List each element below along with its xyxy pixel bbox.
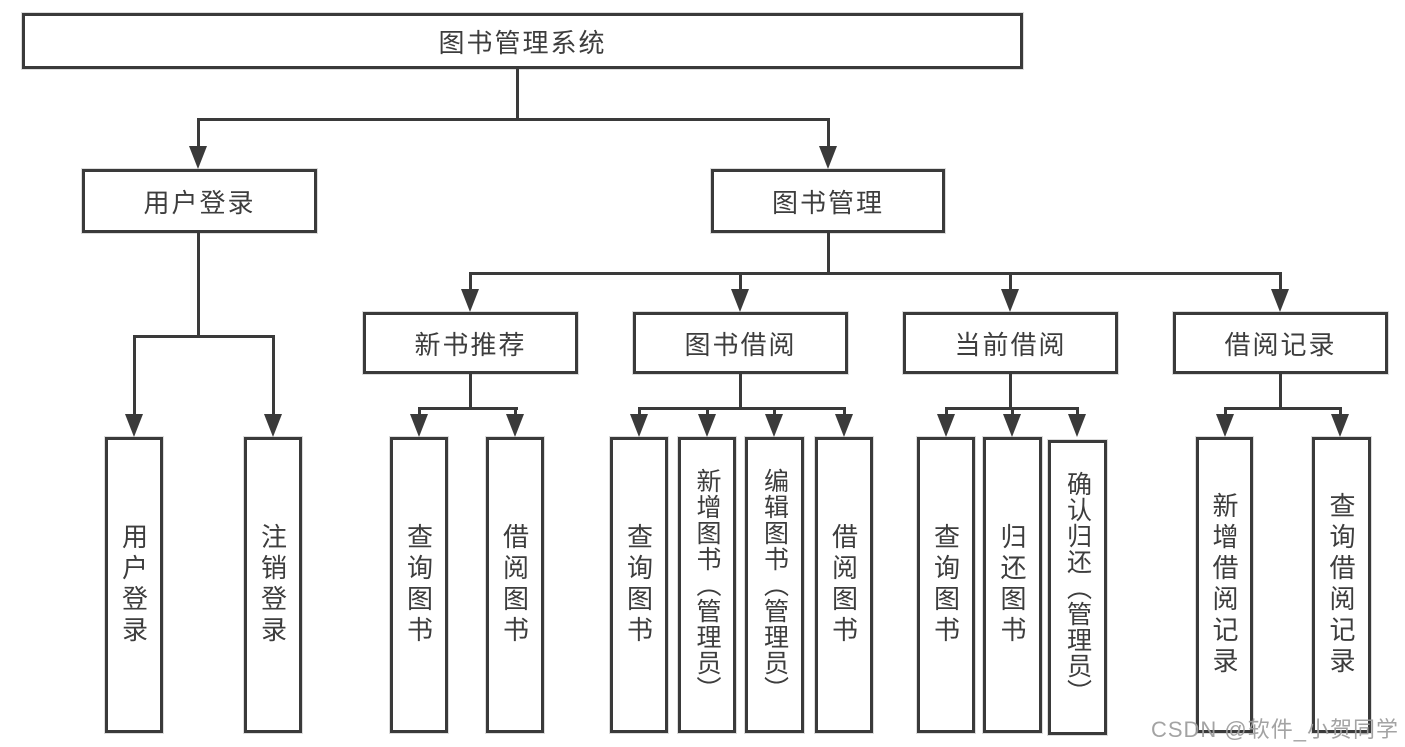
connector-newbook-hline xyxy=(418,407,518,410)
connector-leaf-stem xyxy=(945,407,948,415)
arrow-down-icon xyxy=(731,289,749,312)
connector-borrow-down xyxy=(739,374,742,408)
connector-newbook-down xyxy=(469,374,472,408)
arrow-down-icon xyxy=(937,414,955,437)
connector-records-down xyxy=(1279,374,1282,408)
leaf-query-books: 查询图书 xyxy=(917,437,975,733)
connector-bookmgmt-stem xyxy=(827,118,830,148)
leaf-edit-books-admin: 编辑图书（管理员） xyxy=(745,437,804,733)
leaf-query-borrow-record: 查询借阅记录 xyxy=(1312,437,1371,733)
connector-leaf-stem xyxy=(638,407,641,415)
connector-bookmgmt-down xyxy=(827,232,830,274)
connector-current-down xyxy=(1009,374,1012,408)
arrow-down-icon xyxy=(125,414,143,437)
node-root: 图书管理系统 xyxy=(22,13,1023,69)
arrow-down-icon xyxy=(189,146,207,169)
connector-leaf-stem xyxy=(843,407,846,415)
leaf-logout: 注销登录 xyxy=(244,437,302,733)
arrow-down-icon xyxy=(1003,414,1021,437)
arrow-down-icon xyxy=(698,414,716,437)
leaf-add-borrow-record: 新增借阅记录 xyxy=(1196,437,1253,733)
connector-bookmgmt-hline xyxy=(469,272,1282,275)
node-new-book-recommend: 新书推荐 xyxy=(363,312,578,374)
arrow-down-icon xyxy=(765,414,783,437)
arrow-down-icon xyxy=(1216,414,1234,437)
leaf-borrow-books: 借阅图书 xyxy=(486,437,544,733)
arrow-down-icon xyxy=(461,289,479,312)
connector-login-stem xyxy=(197,118,200,148)
arrow-down-icon xyxy=(1331,414,1349,437)
arrow-down-icon xyxy=(835,414,853,437)
arrow-down-icon xyxy=(1001,289,1019,312)
connector-leaf-stem xyxy=(1224,407,1227,415)
arrow-down-icon xyxy=(1271,289,1289,312)
arrow-down-icon xyxy=(410,414,428,437)
connector-borrow-hline xyxy=(638,407,846,410)
arrow-down-icon xyxy=(264,414,282,437)
connector-l3-stem xyxy=(1009,272,1012,290)
connector-root-hline xyxy=(197,118,830,121)
connector-records-hline xyxy=(1224,407,1342,410)
leaf-confirm-return-admin: 确认归还（管理员） xyxy=(1048,440,1107,735)
leaf-add-books-admin: 新增图书（管理员） xyxy=(678,437,736,733)
node-book-borrow: 图书借阅 xyxy=(633,312,848,374)
connector-login-down xyxy=(197,233,200,335)
connector-leaf-stem xyxy=(1076,407,1079,415)
connector-leaf-stem xyxy=(1339,407,1342,415)
leaf-return-books: 归还图书 xyxy=(983,437,1042,733)
node-user-login: 用户登录 xyxy=(82,169,317,233)
leaf-borrow-books: 借阅图书 xyxy=(815,437,873,733)
connector-leaf-stem xyxy=(272,335,275,415)
leaf-query-books: 查询图书 xyxy=(390,437,448,733)
node-borrow-records: 借阅记录 xyxy=(1173,312,1388,374)
arrow-down-icon xyxy=(506,414,524,437)
connector-l3-stem xyxy=(1279,272,1282,290)
node-current-borrow: 当前借阅 xyxy=(903,312,1118,374)
connector-leaf-stem xyxy=(133,335,136,415)
csdn-watermark: CSDN @软件_小贺同学 xyxy=(1150,717,1399,742)
connector-l3-stem xyxy=(739,272,742,290)
connector-leaf-stem xyxy=(706,407,709,415)
leaf-query-books: 查询图书 xyxy=(610,437,668,733)
connector-login-hline xyxy=(133,335,274,338)
connector-leaf-stem xyxy=(773,407,776,415)
connector-leaf-stem xyxy=(514,407,517,415)
connector-leaf-stem xyxy=(1011,407,1014,415)
arrow-down-icon xyxy=(1068,414,1086,437)
leaf-user-login: 用户登录 xyxy=(105,437,163,733)
connector-root-stem xyxy=(516,69,519,118)
connector-leaf-stem xyxy=(418,407,421,415)
node-book-management: 图书管理 xyxy=(711,169,945,233)
arrow-down-icon xyxy=(630,414,648,437)
arrow-down-icon xyxy=(819,146,837,169)
connector-l3-stem xyxy=(469,272,472,290)
